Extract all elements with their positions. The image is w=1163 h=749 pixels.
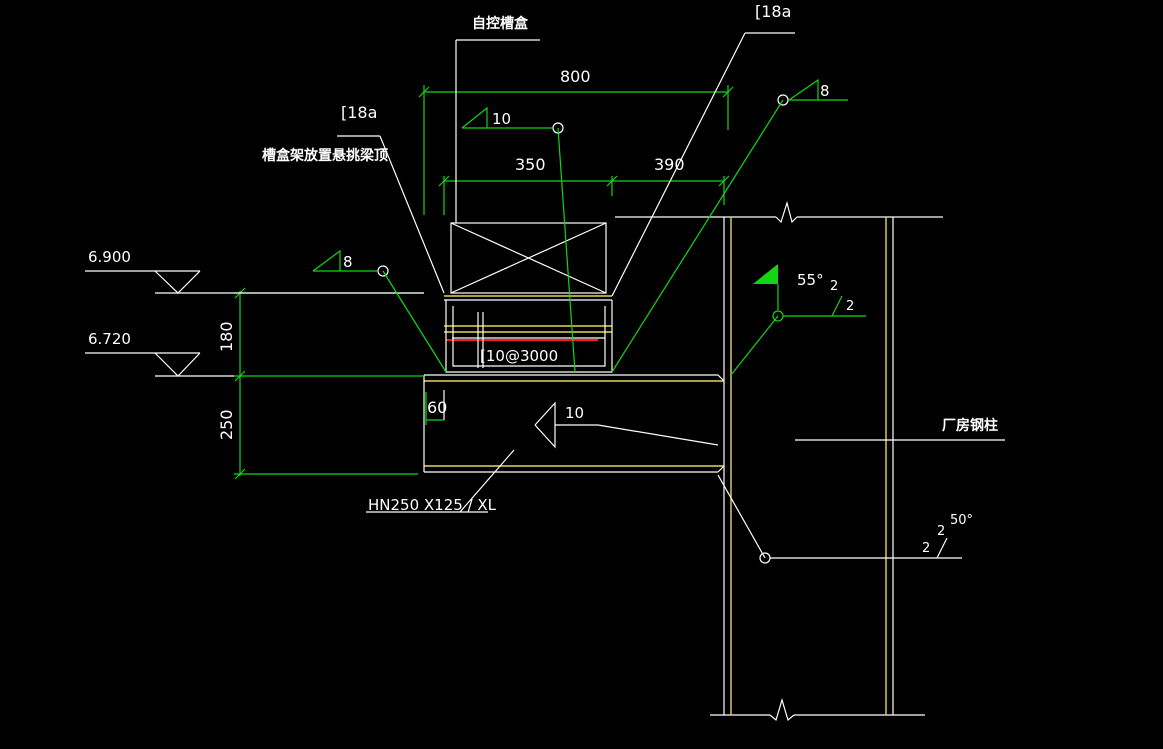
label-column: 厂房钢柱 [942, 417, 998, 434]
cantilever-beam [366, 374, 725, 513]
beam-leader [459, 449, 515, 513]
weld-left-8: 8 [343, 253, 353, 271]
elevation-upper: 6.900 [88, 248, 131, 266]
label-trough-beam-note: 槽盒架放置悬挑梁顶 [262, 147, 388, 164]
weld-top-10: 10 [492, 110, 511, 128]
label-channel-spacing: [10@3000 [480, 347, 558, 365]
dim-180: 180 [217, 321, 236, 352]
weld-lower-2a: 2 [937, 524, 945, 539]
dim-60: 60 [427, 398, 447, 417]
dimension-lines [234, 85, 734, 480]
label-channel-left: [18a [341, 103, 377, 122]
weld-lower-2b: 2 [922, 541, 930, 556]
elevation-lower: 6.720 [88, 330, 131, 348]
weld-top-right-8: 8 [820, 82, 830, 100]
weld-beam-10: 10 [565, 404, 584, 422]
weld-groove-2a: 2 [830, 279, 838, 294]
dim-350: 350 [515, 155, 546, 174]
trough-box [450, 222, 607, 294]
elevation-marks [85, 270, 424, 377]
leaders [312, 32, 962, 564]
dim-250: 250 [217, 409, 236, 440]
weld-groove-2b: 2 [846, 299, 854, 314]
label-channel-top-right: [18a [755, 2, 791, 21]
dim-800: 800 [560, 67, 591, 86]
dim-390: 390 [654, 155, 685, 174]
text-labels: 自控槽盒 [18a [18a 槽盒架放置悬挑梁顶 [10@3000 HN250 … [88, 2, 998, 556]
weld-groove-angle: 55° [797, 271, 824, 289]
trough-assembly [444, 222, 613, 373]
flag-icon [753, 264, 778, 284]
weld-lower-angle: 50° [950, 513, 973, 528]
label-beam-section: HN250 X125 / XL [368, 496, 497, 514]
label-self-control-trough: 自控槽盒 [472, 15, 529, 32]
